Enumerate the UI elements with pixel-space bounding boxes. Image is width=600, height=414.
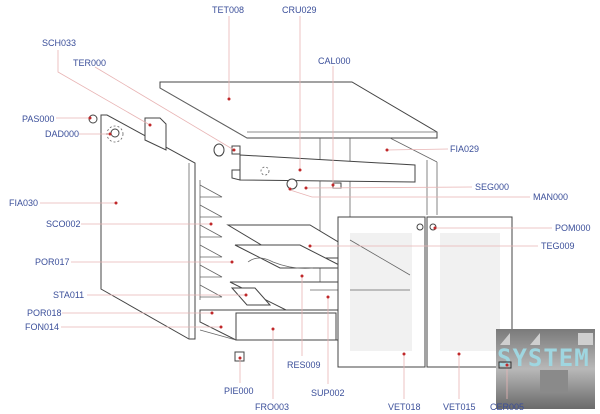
svg-text:STA011: STA011 [53, 290, 84, 300]
callout-seg000: SEG000 [304, 182, 509, 192]
callout-pom000: POM000 [433, 223, 591, 233]
svg-text:POR017: POR017 [35, 257, 70, 267]
callout-sco002: SCO002 [46, 219, 213, 229]
callout-sta011: STA011 [53, 290, 248, 300]
svg-text:TEG009: TEG009 [541, 241, 575, 251]
top-plate [159, 81, 438, 139]
svg-text:SEG000: SEG000 [475, 182, 509, 192]
svg-text:PAS000: PAS000 [22, 114, 54, 124]
svg-text:TER000: TER000 [73, 58, 106, 68]
svg-text:FRO003: FRO003 [255, 402, 289, 412]
svg-text:CRU029: CRU029 [282, 5, 317, 15]
callout-fia030: FIA030 [9, 198, 118, 208]
svg-text:VET015: VET015 [443, 402, 476, 412]
callout-fro003: FRO003 [255, 327, 289, 412]
callout-teg009: TEG009 [308, 241, 575, 251]
callout-cer005: CER005 [490, 361, 524, 412]
callout-dad000: DAD000 [45, 129, 112, 139]
callout-man000: MAN000 [288, 187, 568, 202]
callouts: TET008 CRU029 SCH033 TER000 CAL000 PAS00… [9, 5, 591, 412]
callout-por018: POR018 [27, 308, 214, 318]
control-box [231, 154, 416, 190]
callout-por017: POR017 [35, 257, 234, 267]
callout-cru029: CRU029 [282, 5, 317, 172]
svg-text:DAD000: DAD000 [45, 129, 79, 139]
svg-text:POR018: POR018 [27, 308, 62, 318]
svg-text:MAN000: MAN000 [533, 192, 568, 202]
svg-text:CER005: CER005 [490, 402, 524, 412]
callout-sch033: SCH033 [42, 38, 152, 127]
callout-vet015: VET015 [443, 352, 476, 412]
svg-text:TET008: TET008 [212, 5, 244, 15]
svg-text:RES009: RES009 [287, 360, 321, 370]
callout-sup002: SUP002 [311, 295, 345, 398]
svg-text:SCH033: SCH033 [42, 38, 76, 48]
svg-text:POM000: POM000 [555, 223, 591, 233]
callout-ter000: TER000 [73, 58, 236, 152]
svg-text:SYSTEM: SYSTEM [497, 344, 590, 372]
svg-text:FIA030: FIA030 [9, 198, 38, 208]
svg-text:FON014: FON014 [25, 322, 59, 332]
svg-text:SUP002: SUP002 [311, 388, 345, 398]
svg-text:VET018: VET018 [388, 402, 421, 412]
svg-text:PIE000: PIE000 [224, 386, 254, 396]
callout-tet008: TET008 [212, 5, 244, 101]
callout-vet018: VET018 [388, 352, 421, 412]
callout-pie000: PIE000 [224, 356, 254, 396]
callout-fia029: FIA029 [385, 144, 479, 154]
callout-pas000: PAS000 [22, 114, 92, 124]
callout-cal000: CAL000 [318, 56, 351, 187]
side-rack [199, 180, 223, 300]
callout-fon014: FON014 [25, 322, 223, 332]
side-panel [88, 114, 241, 340]
callout-res009: RES009 [287, 274, 321, 370]
svg-text:SCO002: SCO002 [46, 219, 81, 229]
system-logo: SYSTEM [496, 329, 595, 409]
svg-text:CAL000: CAL000 [318, 56, 351, 66]
doors [337, 216, 513, 368]
svg-text:FIA029: FIA029 [450, 144, 479, 154]
